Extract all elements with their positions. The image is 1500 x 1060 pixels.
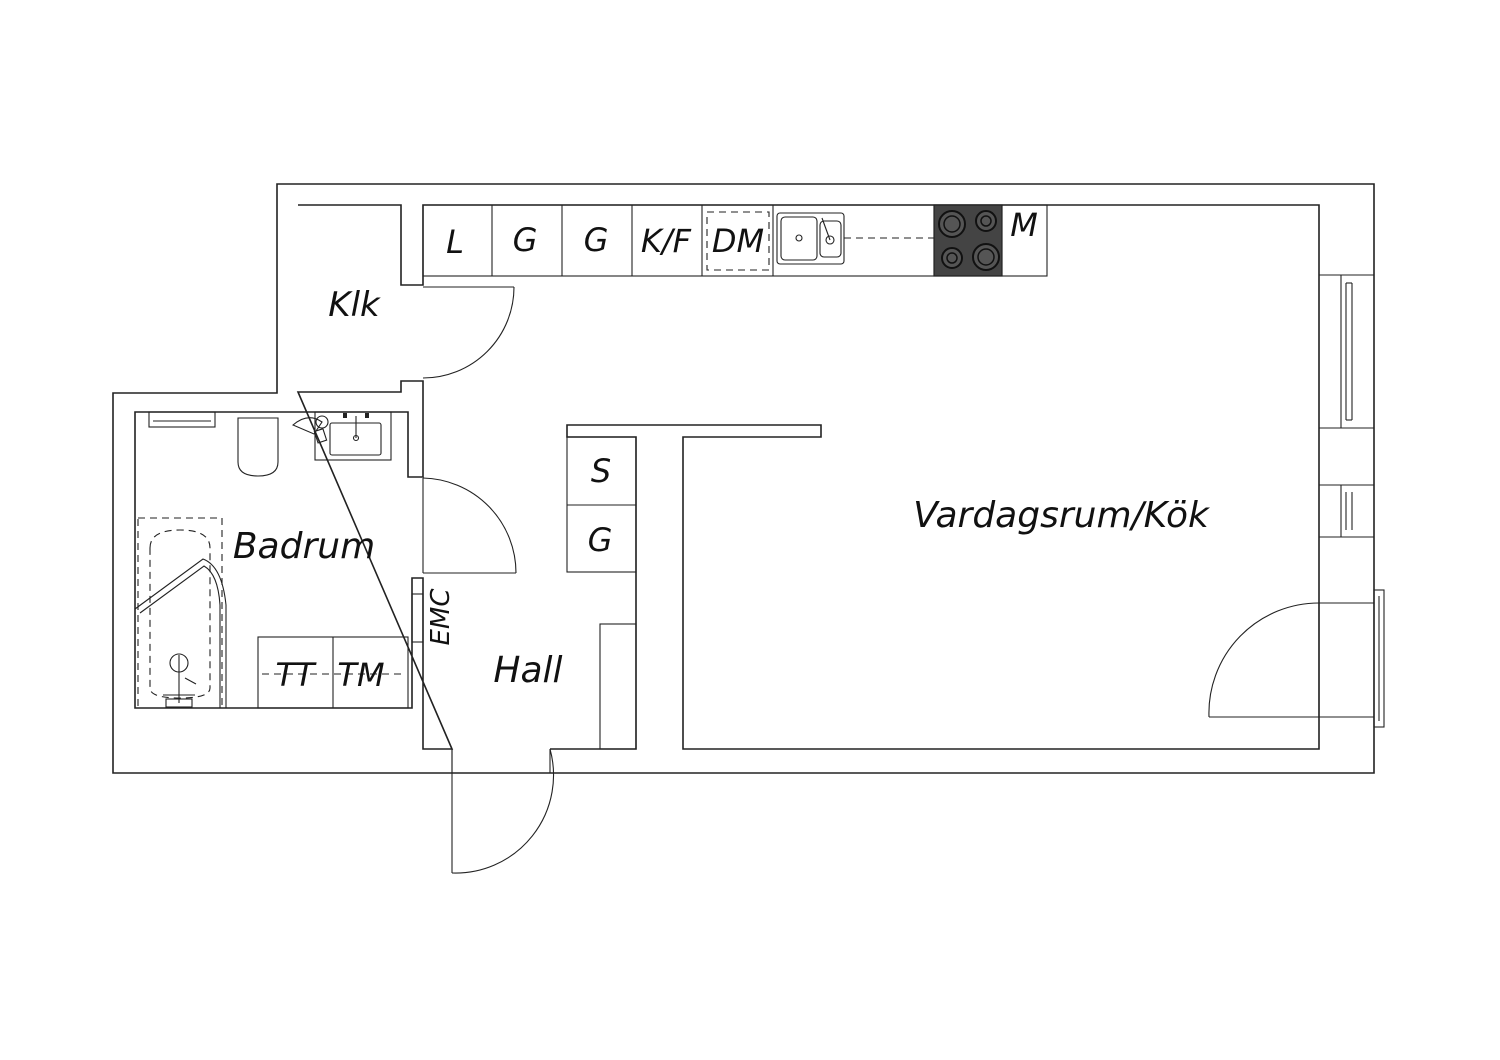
kitchen-counter — [422, 204, 1048, 277]
hand-shower-icon — [291, 415, 329, 444]
hall-cabinets — [411, 436, 637, 750]
kitchen-label-g1: G — [513, 221, 538, 259]
kitchen-label-dm: DM — [712, 222, 764, 260]
laundry-units — [257, 636, 409, 709]
kitchen-label-g2: G — [584, 221, 609, 259]
bath-label-tm: TM — [337, 656, 384, 694]
bath-label-tt: TT — [275, 656, 317, 694]
toilet-icon — [237, 417, 279, 477]
klk-door — [422, 286, 515, 379]
kitchen-label-m: M — [1010, 206, 1038, 244]
window-upper — [1319, 274, 1374, 429]
balcony-door-frame — [1319, 589, 1385, 728]
labels: Klk Badrum Hall Vardagsrum/Kök L G G K/F… — [233, 206, 1211, 694]
window-lower — [1319, 484, 1374, 538]
bathroom-fixtures — [134, 411, 409, 709]
room-label-vardagsrum-kok: Vardagsrum/Kök — [913, 495, 1211, 536]
room-label-hall: Hall — [493, 650, 562, 691]
doors — [422, 286, 1320, 874]
washbasin-icon — [314, 411, 392, 461]
hall-label-s: S — [591, 452, 611, 490]
room-label-badrum: Badrum — [233, 526, 375, 567]
windows — [1319, 274, 1385, 728]
bath-tap-icon — [163, 653, 197, 708]
bathtub-dashed-outline — [137, 517, 223, 709]
outer-wall — [112, 183, 1375, 774]
kitchen-label-l: L — [446, 223, 464, 261]
balcony-door — [1208, 602, 1320, 718]
sink-icon — [776, 212, 845, 265]
room-label-klk: Klk — [328, 285, 381, 325]
label-emc: EMC — [426, 588, 456, 646]
stove-icon — [933, 204, 1003, 277]
dishwasher-dashed-outline — [706, 211, 770, 271]
kitchen-label-kf: K/F — [641, 222, 692, 260]
hall-label-g: G — [588, 521, 613, 559]
shower-screen — [134, 558, 227, 708]
radiator-icon — [148, 411, 216, 428]
entrance-door — [451, 748, 555, 874]
bathtub-inner-dashed — [149, 529, 211, 699]
bathroom-door — [422, 477, 517, 574]
